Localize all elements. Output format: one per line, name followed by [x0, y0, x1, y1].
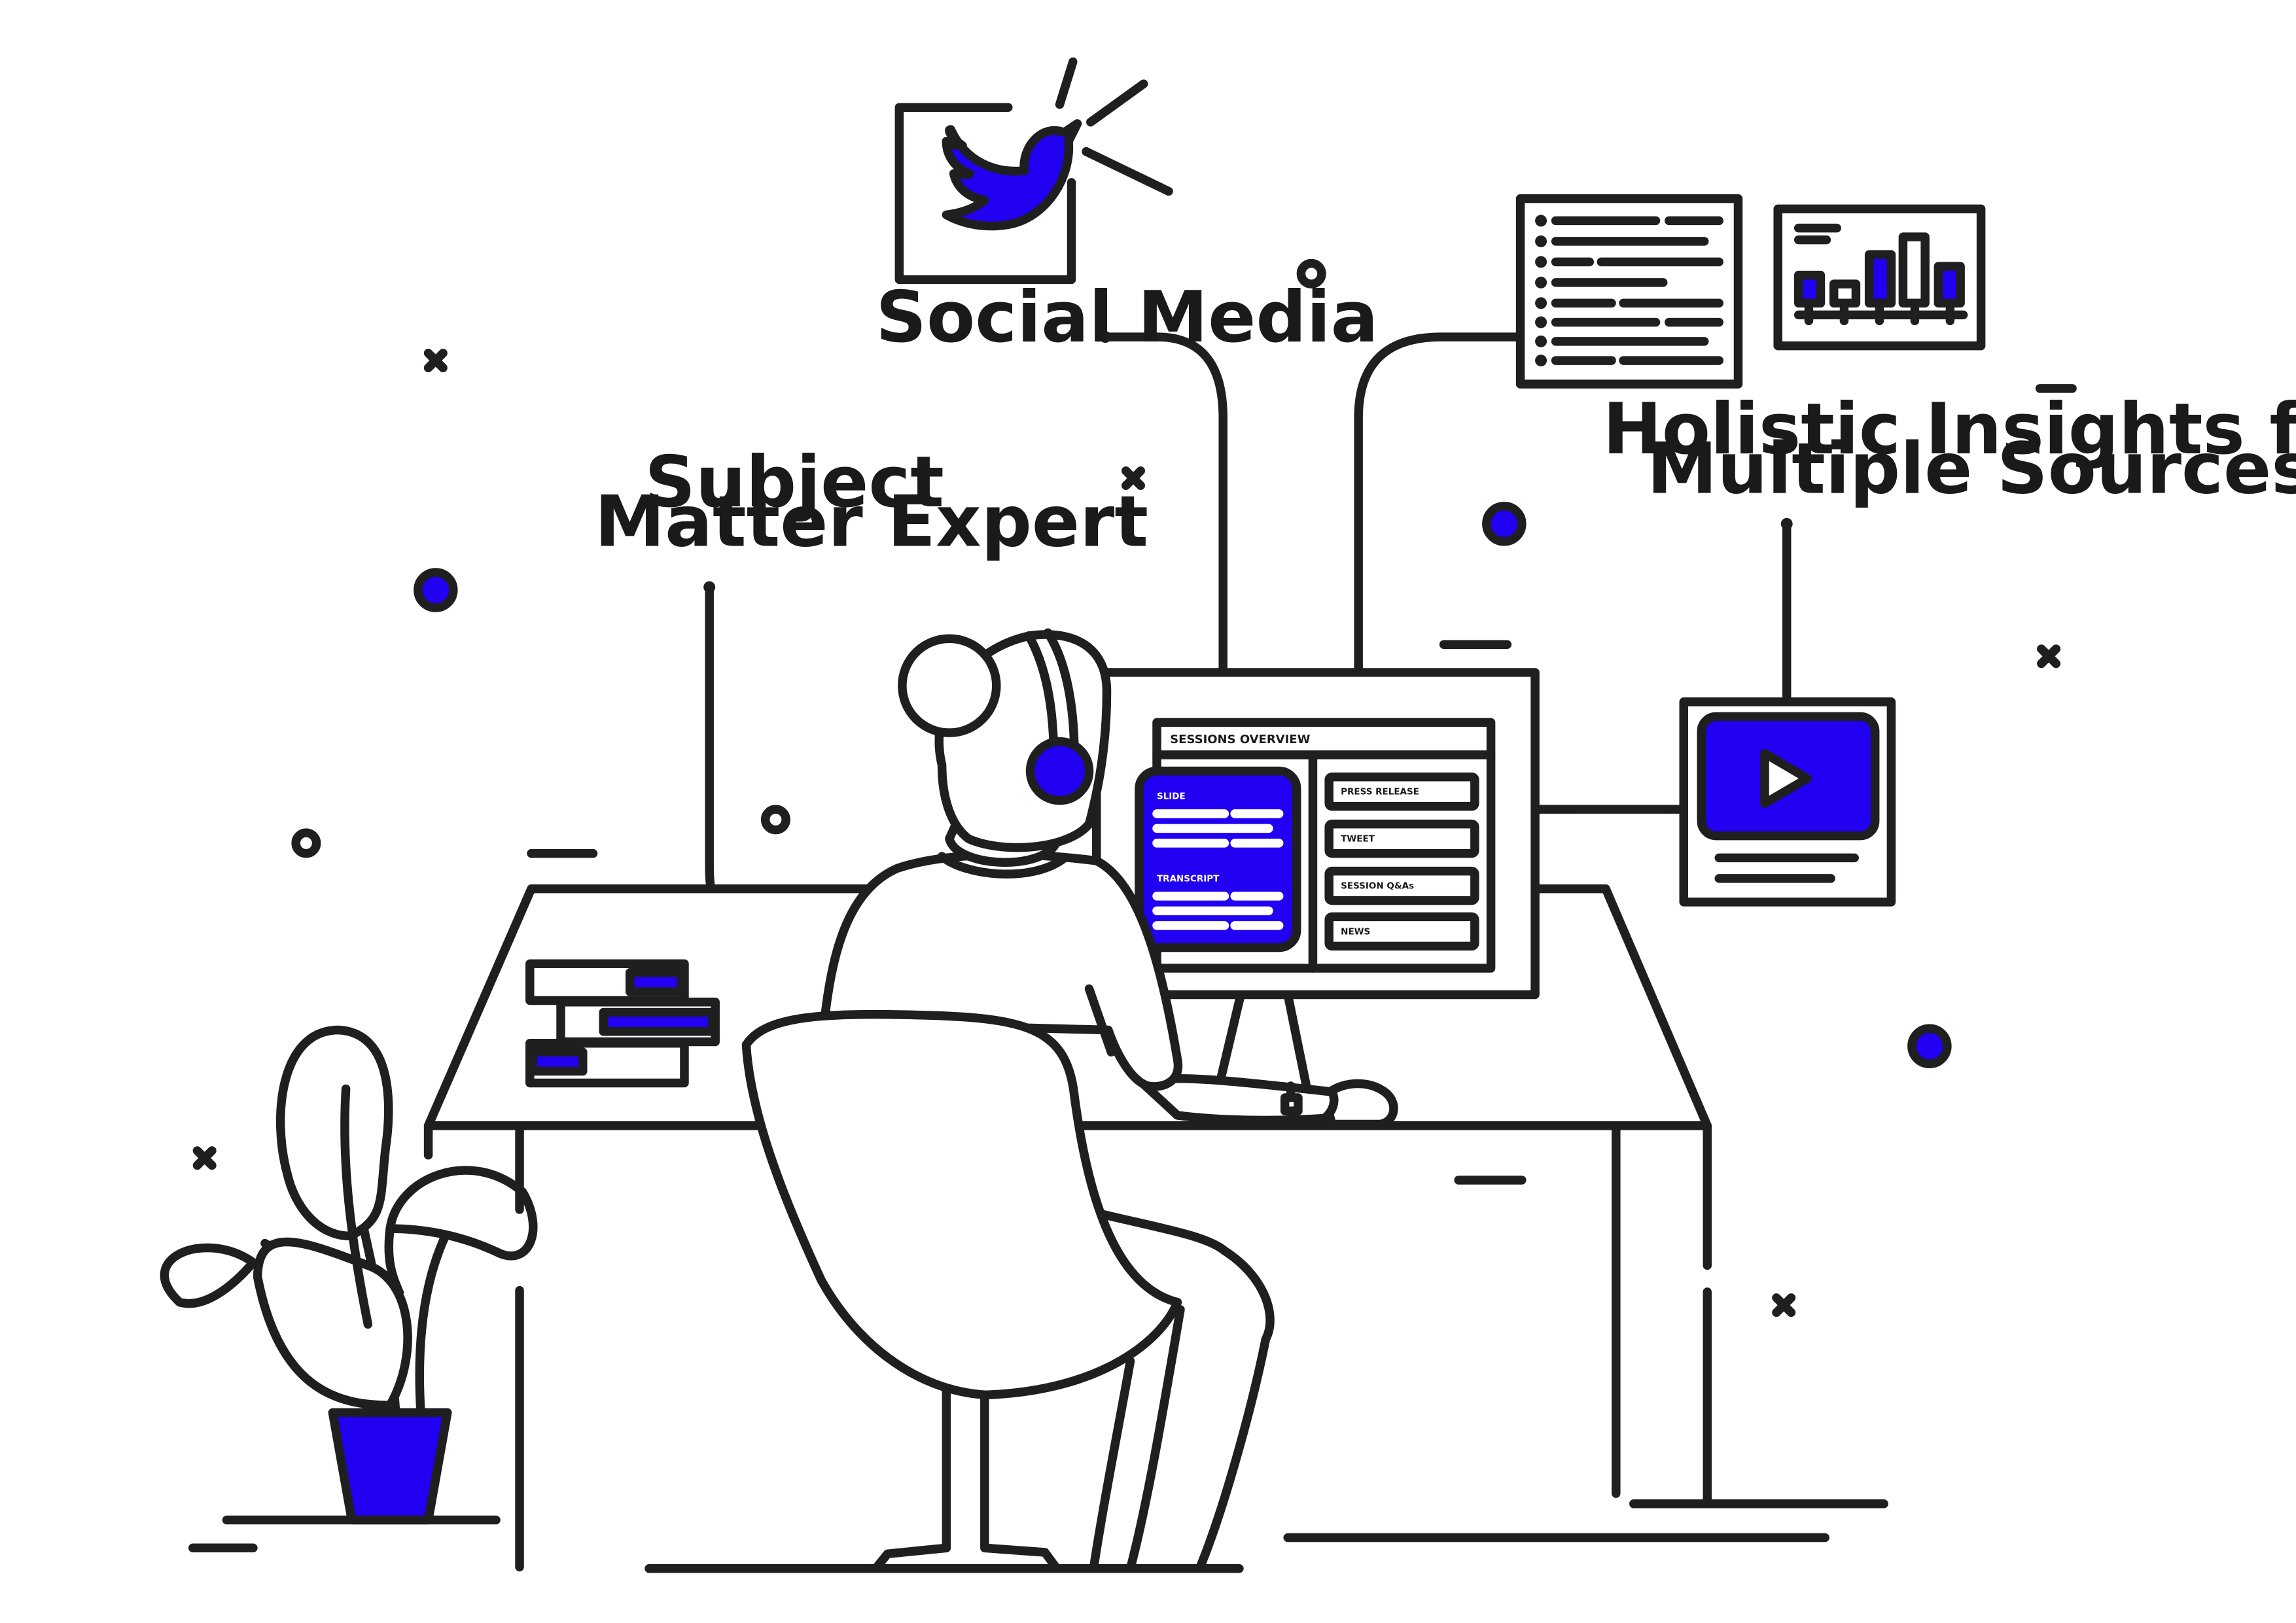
plant-icon: [160, 1025, 538, 1525]
headphones-icon: [1024, 628, 1094, 805]
cross-mark: [1122, 466, 1146, 491]
social-media-card: [894, 57, 1173, 285]
holistic-label-line1: Holistic Insights from: [1603, 389, 2296, 470]
screen-item-news[interactable]: [1324, 912, 1479, 951]
screen-item-label: NEWS: [1341, 926, 1370, 937]
social-media-label: Social Media: [875, 277, 1378, 358]
video-card: [1679, 697, 1896, 907]
person: [741, 628, 1398, 1573]
screen-title: SESSIONS OVERVIEW: [1170, 733, 1310, 746]
sme-label: Subject Matter Expert: [595, 442, 1148, 563]
sme-label-line1: Subject: [645, 442, 944, 523]
document-list-icon: [1515, 194, 1743, 389]
cross-mark: [1772, 1293, 1796, 1318]
holistic-label-line2: Multiple Sources: [1647, 428, 2296, 510]
ring-dot: [1296, 258, 1326, 288]
bar-chart-icon: [1773, 204, 1986, 351]
connector-dot: [1099, 331, 1112, 343]
ring-dot: [760, 805, 790, 835]
holistic-label: Holistic Insights from Multiple Sources: [1603, 389, 2296, 510]
screen-item-press-release[interactable]: [1324, 772, 1479, 811]
sources-connector: [1354, 332, 1524, 677]
accent-dot: [414, 568, 458, 612]
screen-list: PRESS RELEASE TWEET SESSION Q&As NEWS: [1324, 772, 1479, 951]
books-icon: [525, 959, 720, 1088]
cross-mark: [423, 349, 448, 373]
transcript-label: TRANSCRIPT: [1157, 873, 1220, 884]
screen-item-tweet[interactable]: [1324, 819, 1479, 858]
cross-mark: [2037, 644, 2061, 669]
social-connector: [1101, 332, 1227, 677]
slide-label: SLIDE: [1157, 791, 1186, 801]
screen-item-label: SESSION Q&As: [1341, 881, 1414, 892]
slide-transcript-panel[interactable]: SLIDE TRANSCRIPT: [1135, 766, 1301, 952]
video-play-icon: [1760, 748, 1812, 808]
cross-mark: [192, 1146, 217, 1170]
accent-dot: [1482, 502, 1527, 546]
twitter-bird-icon: [942, 119, 1082, 231]
sme-label-line2: Matter Expert: [595, 481, 1148, 563]
screen-item-label: PRESS RELEASE: [1341, 787, 1419, 797]
screen-item-label: TWEET: [1341, 834, 1375, 845]
connector-dot: [703, 581, 716, 593]
monitor: SESSIONS OVERVIEW PRESS RELEASE TWEET SE…: [1092, 668, 1540, 1094]
accent-dot: [1907, 1024, 1952, 1069]
connector-dot: [1780, 517, 1793, 530]
screen-item-session-qas[interactable]: [1324, 866, 1479, 905]
ring-dot: [291, 828, 321, 858]
